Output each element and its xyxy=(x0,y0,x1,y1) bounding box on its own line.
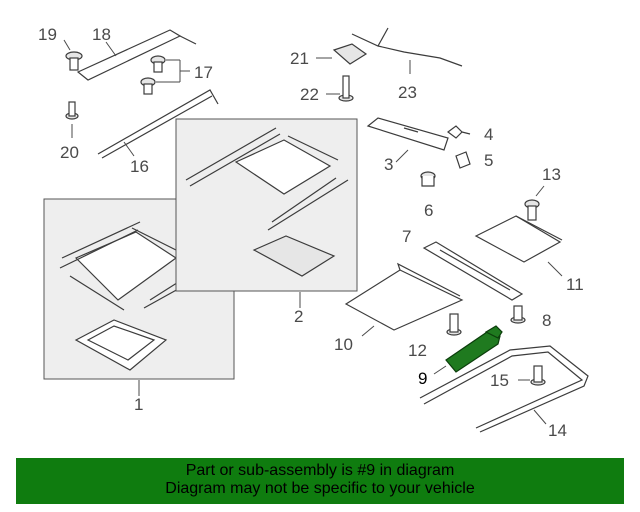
part-8-bolt xyxy=(510,305,526,324)
exploded-parts-diagram: 1 2 3 4 5 6 7 8 9 10 11 12 13 14 15 16 1… xyxy=(38,25,589,440)
callout-3: 3 xyxy=(384,155,393,174)
callout-18: 18 xyxy=(92,25,111,44)
part-18-trim xyxy=(76,29,197,81)
part-10-sunshade xyxy=(344,262,464,337)
callout-13: 13 xyxy=(542,165,561,184)
callout-17: 17 xyxy=(194,63,213,82)
callout-5: 5 xyxy=(484,151,493,170)
part-20-bolt xyxy=(65,101,79,138)
part-21-module xyxy=(316,43,368,65)
part-4-clip xyxy=(447,125,471,139)
callout-16: 16 xyxy=(130,157,149,176)
part-6-grommet xyxy=(420,171,436,187)
part-5-bracket xyxy=(455,151,471,169)
callout-11: 11 xyxy=(566,275,584,294)
part-13-bolt xyxy=(524,185,545,221)
part-16-seal xyxy=(97,89,219,159)
callout-23: 23 xyxy=(398,83,417,102)
callout-2: 2 xyxy=(294,307,303,326)
callout-4: 4 xyxy=(484,125,493,144)
callout-10: 10 xyxy=(334,335,353,354)
part-info-banner: Part or sub-assembly is #9 in diagram Di… xyxy=(16,458,624,504)
part-9-highlighted[interactable] xyxy=(445,325,503,373)
callout-19: 19 xyxy=(38,25,57,44)
callout-1: 1 xyxy=(134,395,143,414)
callout-12: 12 xyxy=(408,341,427,360)
callout-15: 15 xyxy=(490,371,509,390)
part-15-bolt xyxy=(518,365,546,386)
banner-line-part: Part or sub-assembly is #9 in diagram xyxy=(185,462,455,479)
callout-7: 7 xyxy=(402,227,411,246)
callout-9[interactable]: 9 xyxy=(418,369,427,388)
part-22-bolt xyxy=(326,75,354,102)
part-23-harness xyxy=(351,27,463,74)
callout-8: 8 xyxy=(542,311,551,330)
banner-line-disclaimer: Diagram may not be specific to your vehi… xyxy=(165,480,475,497)
callout-6: 6 xyxy=(424,201,433,220)
assembly-box-2 xyxy=(175,118,358,308)
part-11-sunshade xyxy=(474,215,563,277)
part-17-clips xyxy=(140,55,190,95)
part-7-rail xyxy=(422,241,524,301)
part-19-screw xyxy=(63,39,83,71)
part-3-visor xyxy=(366,117,449,163)
part-12-bolt xyxy=(446,313,462,336)
callout-20: 20 xyxy=(60,143,79,162)
callout-14: 14 xyxy=(548,421,567,440)
callout-22: 22 xyxy=(300,85,319,104)
callout-21: 21 xyxy=(290,49,309,68)
part-14-rail xyxy=(419,345,589,433)
